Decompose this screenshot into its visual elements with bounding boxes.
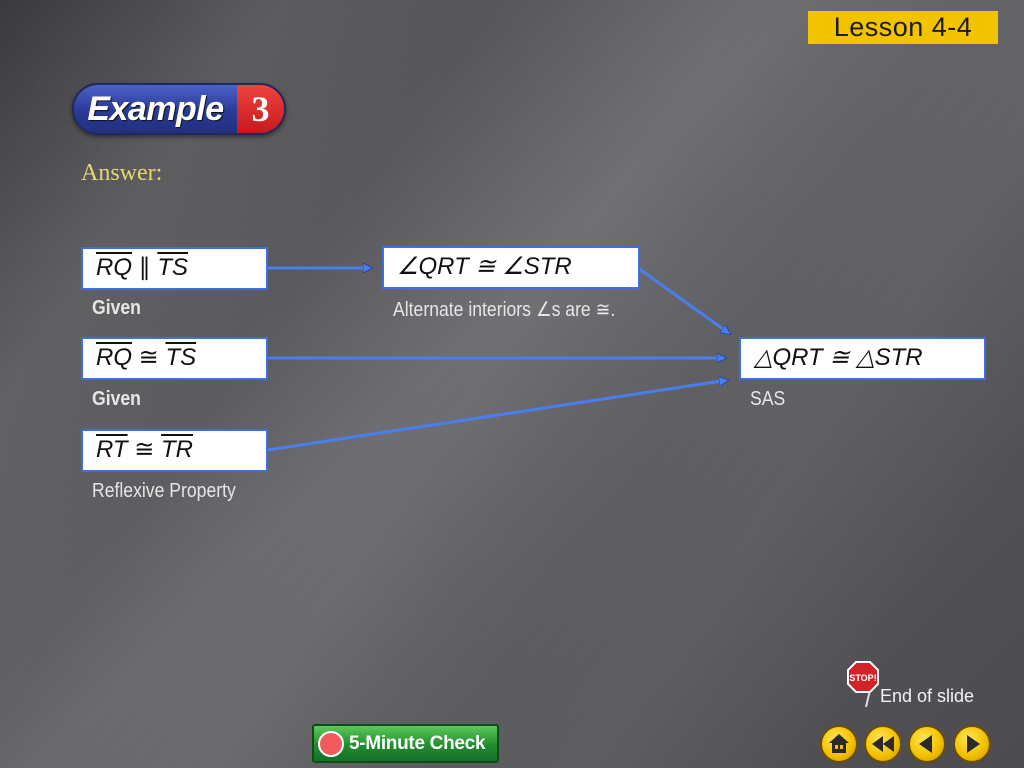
statement-angle-congruence: ∠QRT ≅ ∠STR [382, 246, 640, 289]
example-badge: Example 3 [72, 83, 286, 135]
parallel-symbol: ∥ [132, 254, 158, 281]
arrow-reflexive-to-sas [267, 380, 728, 452]
triangle-congruence-text: △QRT ≅ △STR [754, 344, 923, 371]
home-button[interactable] [820, 725, 858, 763]
segment-ts: TS [165, 344, 197, 371]
lesson-badge: Lesson 4-4 [808, 11, 998, 44]
back-button[interactable] [908, 725, 946, 763]
example-word: Example [74, 85, 237, 133]
reason-alternate-interiors: Alternate interiors ∠s are ≅. [393, 299, 616, 321]
arrow-alternate-to-sas [637, 266, 730, 336]
back-icon [919, 735, 932, 753]
reason-sas: SAS [750, 388, 786, 410]
segment-rq: RQ [96, 254, 132, 281]
statement-rt-congruent-tr: RT ≅ TR [81, 429, 268, 472]
example-number: 3 [237, 85, 284, 133]
segment-ts: TS [157, 254, 189, 281]
congruent-symbol: ≅ [127, 436, 162, 463]
forward-button[interactable] [953, 725, 991, 763]
reason-given-1: Given [92, 297, 141, 319]
rewind-icon [872, 736, 894, 752]
statement-rq-parallel-ts: RQ ∥ TS [81, 247, 268, 290]
segment-rq: RQ [96, 344, 132, 371]
stop-sign-text: STOP! [849, 673, 876, 683]
congruent-symbol: ≅ [132, 344, 166, 371]
angle-congruence-text: ∠QRT ≅ ∠STR [397, 253, 572, 280]
segment-rt: RT [96, 436, 128, 463]
rewind-button[interactable] [864, 725, 902, 763]
end-of-slide-label: End of slide [880, 686, 975, 706]
answer-label: Answer: [81, 160, 163, 186]
reason-reflexive: Reflexive Property [92, 480, 236, 502]
home-icon [829, 734, 849, 753]
statement-triangle-congruence: △QRT ≅ △STR [739, 337, 986, 380]
forward-icon [967, 735, 980, 753]
segment-tr: TR [161, 436, 194, 463]
reason-given-2: Given [92, 388, 141, 410]
statement-rq-congruent-ts: RQ ≅ TS [81, 337, 268, 380]
stop-sign-icon: STOP! [847, 661, 879, 708]
clock-icon [318, 731, 344, 757]
five-minute-check-button[interactable]: 5-Minute Check [312, 724, 499, 763]
five-minute-check-label: 5-Minute Check [349, 733, 486, 754]
